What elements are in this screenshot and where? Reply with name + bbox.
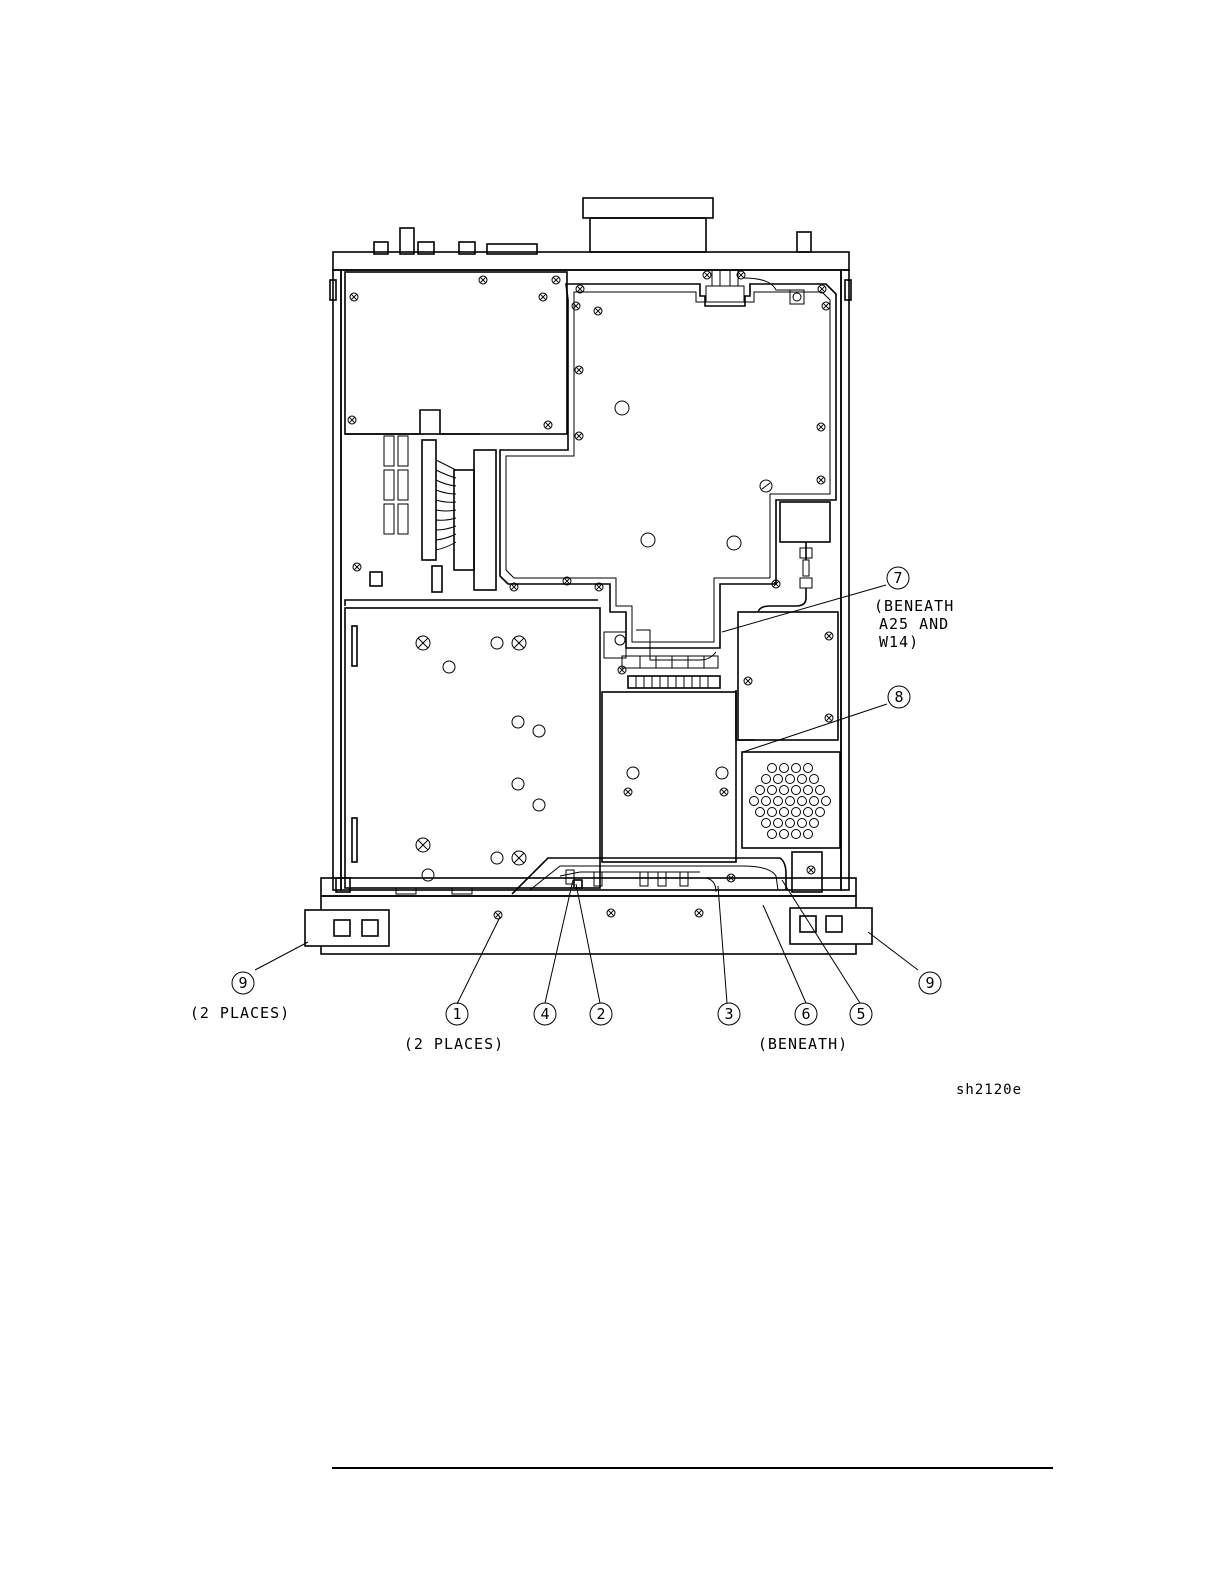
instrument-chassis [305, 198, 872, 954]
callout-6: 6 (BENEATH) [758, 1003, 848, 1053]
callout-4: 4 [534, 1003, 556, 1025]
callout-note-line: (BENEATH [874, 597, 954, 615]
figure-id: sh2120e [956, 1082, 1022, 1098]
callout-1: 1 (2 PLACES) [404, 1003, 504, 1053]
callout-note: (BENEATH) [758, 1035, 848, 1053]
callout-number: 2 [596, 1005, 605, 1023]
callout-number: 6 [801, 1005, 810, 1023]
fan-grille [750, 764, 831, 839]
callout-number: 4 [540, 1005, 549, 1023]
callout-note-line: W14) [879, 633, 919, 651]
callout-8: 8 [888, 686, 910, 708]
callout-number: 9 [925, 974, 934, 992]
callout-9-left: 9 (2 PLACES) [190, 972, 290, 1022]
callout-2: 2 [590, 1003, 612, 1025]
callout-7: 7 (BENEATH A25 AND W14) [874, 567, 954, 651]
ribbon-cable [436, 460, 456, 550]
callout-note-line: A25 AND [879, 615, 949, 633]
callout-note: (2 PLACES) [404, 1035, 504, 1053]
callout-number: 1 [452, 1005, 461, 1023]
callout-number: 8 [894, 688, 903, 706]
callout-number: 7 [893, 569, 902, 587]
callout-9-right: 9 [919, 972, 941, 994]
callout-5: 5 [850, 1003, 872, 1025]
callout-number: 9 [238, 974, 247, 992]
callout-note: (2 PLACES) [190, 1004, 290, 1022]
callout-3: 3 [718, 1003, 740, 1025]
callout-number: 3 [724, 1005, 733, 1023]
callout-number: 5 [856, 1005, 865, 1023]
